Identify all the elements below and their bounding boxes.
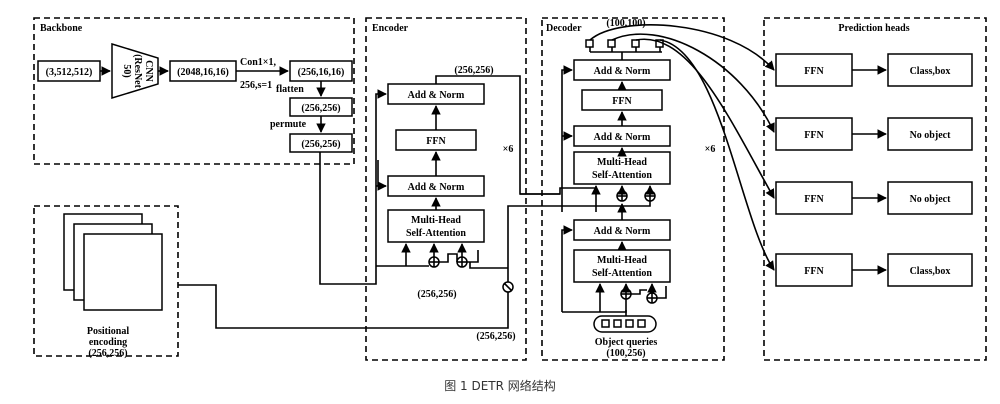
head-1-output — [887, 53, 973, 87]
svg-text:Add & Norm: Add & Norm — [594, 66, 651, 77]
positional-label-2: encoding — [89, 337, 127, 348]
svg-text:Self-Attention: Self-Attention — [406, 228, 466, 239]
encoder-top-shape: (256,256) — [454, 65, 493, 76]
svg-text:Self-Attention: Self-Attention — [592, 268, 652, 279]
conv-label-2: 256,s=1 — [240, 80, 272, 91]
svg-text:FFN: FFN — [804, 194, 824, 205]
figure-caption: 图 1 DETR 网络结构 — [444, 378, 556, 393]
decoder-repeat: ×6 — [705, 144, 716, 155]
head-3-output — [887, 181, 973, 215]
decoder-top-shape: (100,100) — [606, 18, 645, 29]
encoder-pos-shape: (256,256) — [476, 331, 515, 342]
encoder-repeat: ×6 — [503, 144, 514, 155]
svg-text:Multi-Head: Multi-Head — [597, 157, 647, 168]
head-4-output — [887, 253, 973, 287]
decoder-title: Decoder — [546, 23, 582, 34]
svg-text:Multi-Head: Multi-Head — [597, 255, 647, 266]
flatten-label: flatten — [276, 84, 304, 95]
permuted-label: (256,256) — [301, 139, 340, 150]
svg-text:Add & Norm: Add & Norm — [594, 132, 651, 143]
head-2-output — [887, 117, 973, 151]
backbone-title: Backbone — [40, 23, 83, 34]
cnn-block — [111, 42, 159, 100]
positional-region — [33, 205, 179, 357]
feature-map-label: (2048,16,16) — [177, 67, 229, 78]
svg-text:Self-Attention: Self-Attention — [592, 170, 652, 181]
svg-text:FFN: FFN — [804, 266, 824, 277]
head-3-ffn — [775, 181, 853, 215]
decoder-region — [541, 17, 725, 361]
permute-label: permute — [270, 119, 307, 130]
svg-text:No object: No object — [910, 130, 951, 141]
positional-label-3: (256,256) — [88, 348, 127, 359]
svg-text:Add & Norm: Add & Norm — [408, 90, 465, 101]
cnn-label-2: (ResNet — [132, 54, 143, 89]
backbone-region — [33, 17, 355, 165]
flat-label: (256,256) — [301, 103, 340, 114]
head-2-ffn — [775, 117, 853, 151]
svg-text:Class,box: Class,box — [910, 66, 951, 77]
object-queries-label: Object queries — [595, 337, 658, 348]
encoder-bottom-shape: (256,256) — [417, 289, 456, 300]
permuted-box — [289, 133, 353, 153]
encoder-title: Encoder — [372, 23, 409, 34]
head-1-ffn — [775, 53, 853, 87]
svg-text:Class,box: Class,box — [910, 266, 951, 277]
positional-label-1: Positional — [87, 326, 129, 337]
svg-text:FFN: FFN — [804, 130, 824, 141]
svg-text:Multi-Head: Multi-Head — [411, 215, 461, 226]
svg-text:Add & Norm: Add & Norm — [408, 182, 465, 193]
svg-text:FFN: FFN — [426, 136, 446, 147]
decoder-output-3 — [631, 39, 640, 48]
decoder-output-2 — [607, 39, 616, 48]
object-queries-shape: (100,256) — [606, 348, 645, 359]
svg-text:FFN: FFN — [804, 66, 824, 77]
cnn-label-1: CNN — [143, 60, 154, 82]
input-shape-label: (3,512,512) — [46, 67, 93, 78]
encoder-mhsa — [387, 209, 485, 243]
prediction-heads-region — [763, 17, 987, 361]
decoder-mhsa-1 — [573, 151, 671, 185]
pos-sheet-3 — [83, 233, 163, 311]
svg-text:FFN: FFN — [612, 96, 632, 107]
conv-label-1: Con1×1, — [240, 57, 276, 68]
svg-text:No object: No object — [910, 194, 951, 205]
heads-title: Prediction heads — [838, 23, 909, 34]
encoder-region — [365, 17, 527, 361]
reduced-map-label: (256,16,16) — [298, 67, 345, 78]
decoder-output-1 — [585, 39, 594, 48]
cnn-label-3: 50) — [121, 64, 132, 77]
svg-text:Add & Norm: Add & Norm — [594, 226, 651, 237]
decoder-mhsa-2 — [573, 249, 671, 283]
